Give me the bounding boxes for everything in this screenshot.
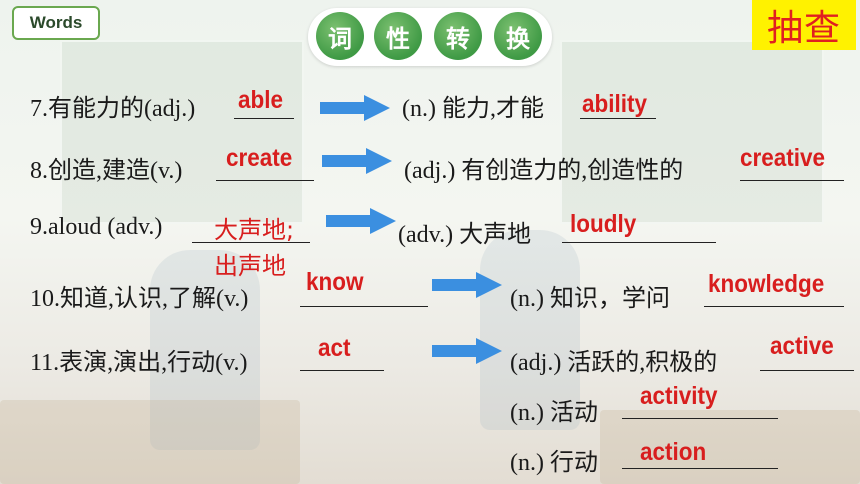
row10-left-label: 10.知道,认识,了解(v.) (30, 286, 249, 312)
row9-left-blank[interactable] (192, 242, 310, 243)
background-desk (0, 400, 300, 484)
row8-left-blank[interactable] (216, 180, 314, 181)
background-figure (150, 250, 260, 450)
row11-right-answer-3: action (640, 438, 707, 466)
row10-arrow-icon (432, 272, 502, 298)
row11-left-blank[interactable] (300, 370, 384, 371)
background-window (60, 40, 304, 224)
row8-left-answer: create (226, 144, 293, 172)
row11-right-answer-2: activity (640, 382, 718, 410)
row9-right-blank[interactable] (562, 242, 716, 243)
row11-left-answer: act (318, 334, 351, 362)
row7-right-label: (n.) 能力,才能 (402, 96, 544, 122)
background-desk (600, 410, 860, 484)
row8-right-answer: creative (740, 144, 826, 172)
row10-right-answer: knowledge (708, 270, 825, 298)
row11-right-blank-3[interactable] (622, 468, 778, 469)
row8-right-label: (adj.) 有创造力的,创造性的 (404, 158, 684, 184)
row9-right-answer: loudly (570, 210, 637, 238)
row9-right-label: (adv.) 大声地 (398, 222, 532, 248)
title-char: 性 (374, 12, 422, 60)
row9-left-label: 9.aloud (adv.) (30, 214, 163, 240)
row11-right-blank-1[interactable] (760, 370, 854, 371)
row7-left-blank[interactable] (234, 118, 294, 119)
title-char: 转 (434, 12, 482, 60)
row7-left-label: 7.有能力的(adj.) (30, 96, 196, 122)
row9-arrow-icon (326, 208, 396, 234)
spot-check-badge[interactable]: 抽查 (752, 0, 856, 50)
row11-left-label: 11.表演,演出,行动(v.) (30, 350, 248, 376)
row7-right-answer: ability (582, 90, 648, 118)
row9-left-answer-line2: 出声地 (214, 252, 286, 280)
row7-arrow-icon (320, 95, 390, 121)
title-char: 换 (494, 12, 542, 60)
row11-right-answer-1: active (770, 332, 834, 360)
row7-right-blank[interactable] (580, 118, 656, 119)
row8-left-label: 8.创造,建造(v.) (30, 158, 183, 184)
row10-right-label: (n.) 知识，学问 (510, 286, 670, 312)
row11-right-blank-2[interactable] (622, 418, 778, 419)
row11-arrow-icon (432, 338, 502, 364)
row9-left-answer-line1: 大声地; (214, 216, 295, 244)
background-figure (480, 230, 580, 430)
title-char: 词 (316, 12, 364, 60)
row10-left-answer: know (306, 268, 364, 296)
row11-right-label-3: (n.) 行动 (510, 450, 598, 476)
row11-right-label-2: (n.) 活动 (510, 400, 598, 426)
row8-right-blank[interactable] (740, 180, 844, 181)
title-banner: 词 性 转 换 (308, 8, 552, 66)
row7-left-answer: able (238, 86, 284, 114)
row10-left-blank[interactable] (300, 306, 428, 307)
row11-right-label-1: (adj.) 活跃的,积极的 (510, 350, 718, 376)
row8-arrow-icon (322, 148, 392, 174)
background-window (560, 40, 824, 224)
words-tag: Words (12, 6, 100, 40)
row10-right-blank[interactable] (704, 306, 844, 307)
